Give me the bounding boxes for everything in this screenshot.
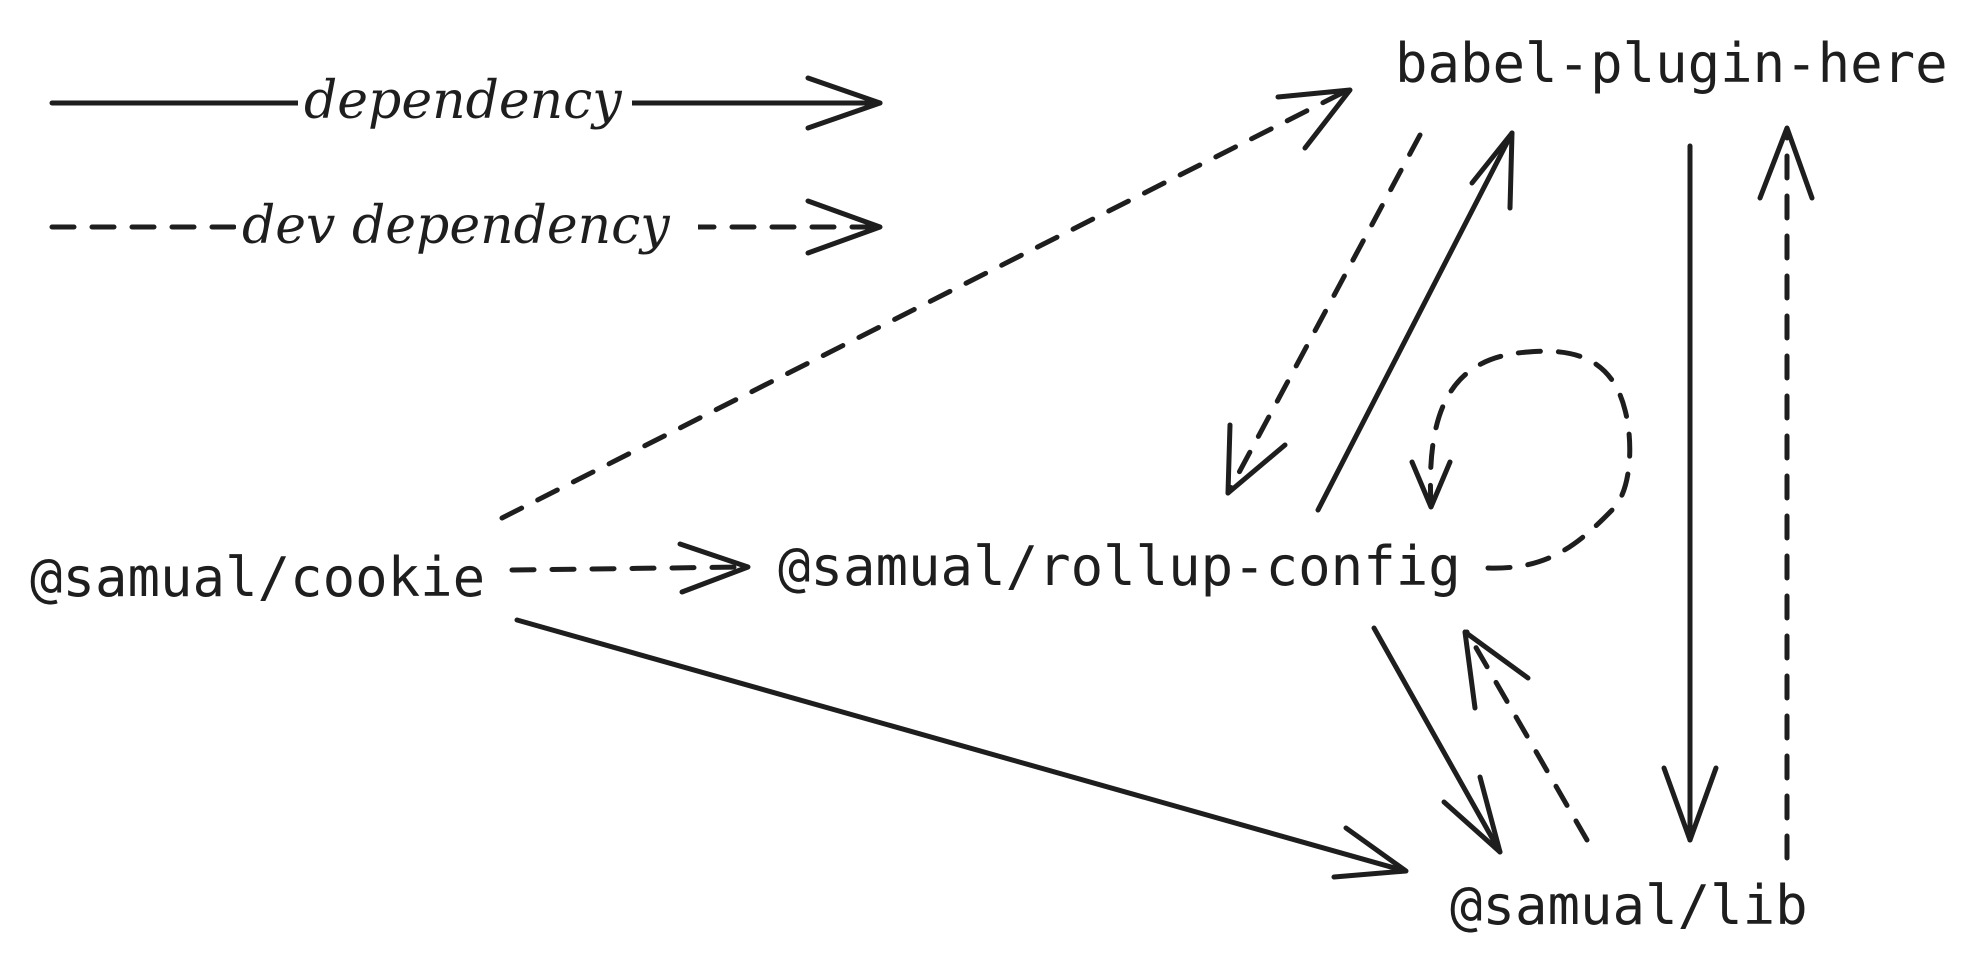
nodes: babel-plugin-here @samual/cookie @samual… [30, 32, 1948, 937]
edge-cookie-to-babel [499, 87, 1353, 521]
edge-babel-to-rollup [1225, 132, 1423, 496]
legend-dashed-arrowhead [805, 198, 883, 256]
legend-solid-label: dependency [304, 71, 622, 131]
edge-babel-to-lib [1661, 143, 1719, 843]
edges [499, 87, 1815, 880]
node-samual-lib: @samual/lib [1450, 874, 1808, 937]
node-samual-rollup-config: @samual/rollup-config [778, 535, 1461, 598]
legend-dashed-label: dev dependency [242, 196, 670, 256]
legend-solid-arrowhead [805, 75, 883, 131]
edge-rollup-to-lib [1371, 625, 1503, 855]
node-babel-plugin-here: babel-plugin-here [1395, 32, 1948, 95]
edge-rollup-to-babel [1315, 130, 1515, 513]
edge-lib-to-babel [1757, 125, 1815, 861]
edge-cookie-to-lib [514, 617, 1409, 880]
node-samual-cookie: @samual/cookie [30, 546, 485, 609]
edge-cookie-to-rollup [509, 541, 751, 595]
legend: dependency dev dependency [49, 65, 883, 262]
edge-rollup-self-loop [1409, 348, 1633, 571]
edge-lib-to-rollup [1462, 629, 1590, 843]
